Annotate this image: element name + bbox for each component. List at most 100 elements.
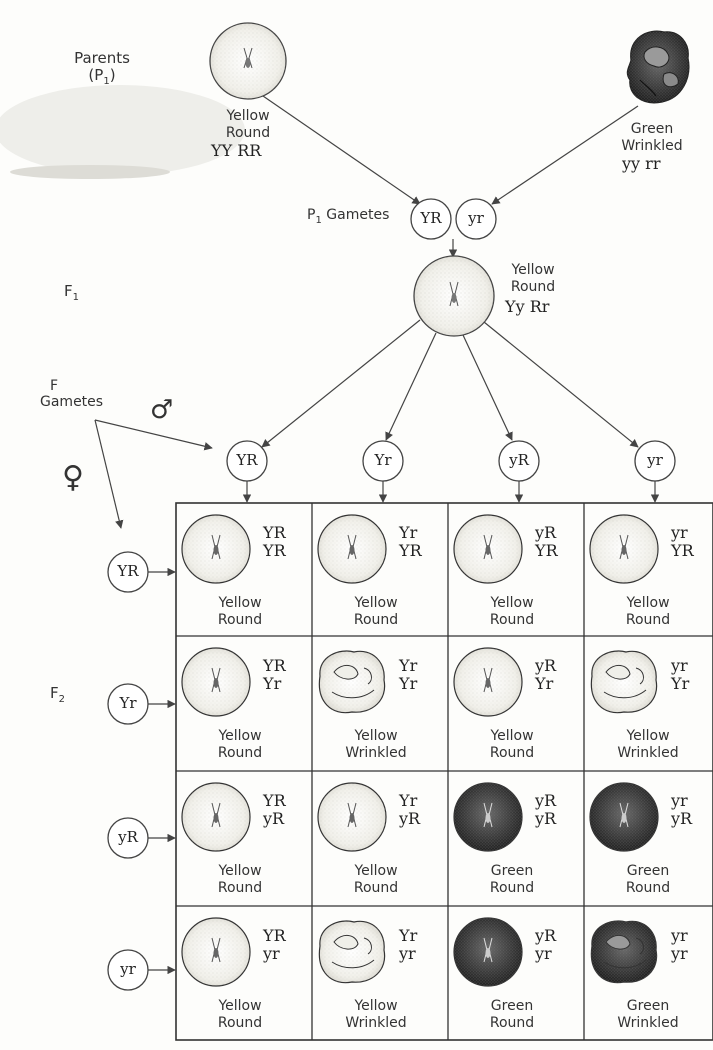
cell-genotype-top: YR: [263, 926, 286, 945]
cell-genotype-bottom: YR: [399, 541, 422, 560]
female-gamete-yr: yr: [120, 960, 136, 978]
p1-gamete-yr: yr: [468, 209, 484, 227]
cell-genotype-top: yR: [535, 523, 557, 542]
paper-smudge: [0, 85, 245, 175]
yellow-round-seed: [181, 782, 251, 852]
cell-shape: Round: [625, 880, 671, 896]
female-gamete-YR: YR: [117, 562, 139, 580]
p1-gamete-yr-circle: [455, 198, 497, 240]
arrow-f1-to-gamete-YR: [261, 319, 421, 448]
cell-color: Yellow: [490, 728, 534, 744]
cell-genotype-bottom: yr: [399, 944, 416, 963]
cell-genotype-bottom: YR: [535, 541, 558, 560]
cell-shape: Wrinkled: [345, 1015, 407, 1031]
cell-genotype-top: Yr: [399, 791, 418, 810]
arrow-parent-green-to-gamete: [491, 105, 639, 205]
yellow-round-seed: [181, 917, 251, 987]
cell-genotype-bottom: yr: [535, 944, 552, 963]
yellow-round-seed: [589, 514, 659, 584]
cell-genotype-bottom: Yr: [399, 674, 418, 693]
cell-color: Yellow: [218, 728, 262, 744]
cell-genotype-top: yR: [535, 791, 557, 810]
cell-genotype-top: YR: [263, 523, 286, 542]
yellow-wrinkled-seed: [318, 920, 386, 984]
parent-yellow-genotype: YY RR: [211, 141, 262, 160]
green-wrinkled-seed: [590, 920, 658, 984]
cell-genotype-top: yr: [671, 656, 688, 675]
cell-genotype-bottom: yR: [399, 809, 421, 828]
cell-genotype-bottom: Yr: [263, 674, 282, 693]
cell-color: Yellow: [354, 595, 398, 611]
parent-green-genotype: yy rr: [622, 154, 661, 173]
cell-color: Yellow: [626, 595, 670, 611]
female-symbol: ♀: [62, 460, 84, 495]
cell-color: Yellow: [218, 595, 262, 611]
yellow-round-seed: [181, 514, 251, 584]
yellow-round-seed: [453, 514, 523, 584]
male-gamete-YR: YR: [236, 451, 258, 469]
cell-shape: Round: [489, 612, 535, 628]
cell-color: Yellow: [354, 728, 398, 744]
green-round-seed: [453, 782, 523, 852]
arrow-female-gametes: [94, 419, 124, 529]
cell-color: Yellow: [354, 998, 398, 1014]
yellow-wrinkled-seed: [590, 650, 658, 714]
paper-smudge-line: [10, 165, 170, 179]
cell-shape: Wrinkled: [345, 745, 407, 761]
cell-shape: Round: [217, 1015, 263, 1031]
arrow-f1-to-gamete-Yr: [385, 332, 437, 441]
cell-genotype-bottom: yR: [535, 809, 557, 828]
cell-color: Yellow: [218, 863, 262, 879]
cell-genotype-bottom: yR: [263, 809, 285, 828]
yellow-round-seed: [181, 647, 251, 717]
cell-genotype-bottom: yR: [671, 809, 693, 828]
yellow-round-seed: [317, 514, 387, 584]
cell-genotype-top: YR: [263, 656, 286, 675]
cell-shape: Round: [625, 612, 671, 628]
p1-gamete-YR: YR: [420, 209, 442, 227]
cell-genotype-top: yr: [671, 523, 688, 542]
arrow-male-gametes: [94, 419, 213, 451]
cell-genotype-bottom: YR: [671, 541, 694, 560]
male-symbol: ♂: [150, 395, 174, 425]
cell-color: Green: [626, 863, 670, 879]
cell-color: Yellow: [490, 595, 534, 611]
cell-genotype-bottom: YR: [263, 541, 286, 560]
cell-genotype-bottom: yr: [263, 944, 280, 963]
cell-genotype-top: YR: [263, 791, 286, 810]
punnett-square: [107, 440, 713, 1041]
p1-gametes-label: P1 Gametes: [307, 207, 390, 226]
cell-genotype-top: yR: [535, 656, 557, 675]
cell-color: Yellow: [218, 998, 262, 1014]
arrow-parent-yellow-to-gamete: [262, 95, 421, 205]
p1-gamete-YR-circle: [410, 198, 452, 240]
cell-shape: Wrinkled: [617, 745, 679, 761]
yellow-round-seed: [317, 782, 387, 852]
parent-green-wrinkled-seed: [626, 30, 690, 104]
female-gamete-Yr: Yr: [119, 694, 137, 712]
cell-color: Green: [626, 998, 670, 1014]
green-round-seed: [453, 917, 523, 987]
cell-shape: Round: [217, 880, 263, 896]
cell-color: Green: [490, 863, 534, 879]
f1-label: F1: [64, 282, 80, 304]
cell-shape: Round: [489, 745, 535, 761]
green-round-seed: [589, 782, 659, 852]
cell-genotype-bottom: Yr: [671, 674, 690, 693]
f1-plant-genotype: Yy Rr: [505, 297, 550, 316]
